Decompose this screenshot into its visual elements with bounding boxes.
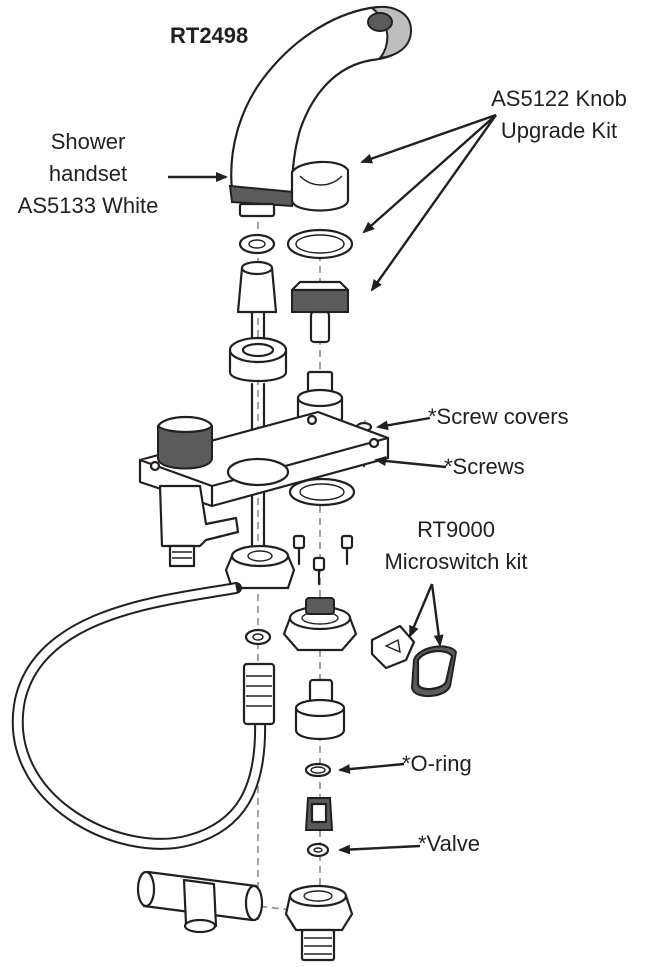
o-ring-label: *O-ring [402,751,472,776]
hex-nut [224,544,296,590]
knob [290,160,350,212]
valve-stem [304,797,334,831]
knob-kit-label-line2: Upgrade Kit [500,118,618,143]
handset-washer [238,233,276,255]
outlet-fitting [284,884,354,962]
left-knob [156,416,214,470]
base-plate [138,410,390,508]
diagram-title: RT2498 [170,23,249,48]
knob-kit-label-line1: AS5122 Knob [491,86,627,111]
hose-fitting [242,662,276,726]
microswitch-kit-label-line1: RT9000 [417,517,495,542]
shower-hose [11,582,267,850]
hose-washer [244,628,272,646]
valve-part [306,842,330,858]
shower-handset-label-line3: AS5133 White [17,193,159,218]
microswitch-clip [370,624,416,670]
o-ring-part [304,762,332,778]
mounting-screws [292,534,354,586]
screw-covers-label: *Screw covers [428,404,569,429]
knob-ring [286,228,354,260]
tee-connector [136,870,264,934]
cartridge-body [294,678,346,740]
microswitch-housing [282,597,358,652]
valve-label: *Valve [418,831,480,856]
handset-connector [236,260,278,314]
shower-handset [228,6,413,218]
microswitch-cap [410,645,458,697]
lock-ring [228,336,288,382]
shower-handset-label-line2: handset [48,161,128,186]
callout-arrows [168,113,497,855]
shower-handset-label-line1: Shower [50,129,126,154]
left-valve-body [158,484,240,568]
knob-spindle [290,280,350,344]
screws-label: *Screws [444,454,525,479]
microswitch-kit-label-line2: Microswitch kit [384,549,528,574]
